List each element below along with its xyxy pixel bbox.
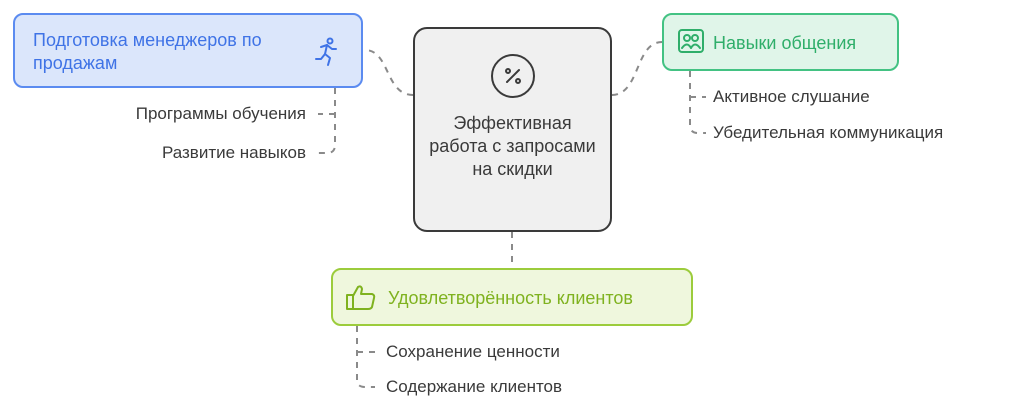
running-person-icon — [313, 37, 339, 72]
satisfaction-title: Удовлетворённость клиентов — [388, 288, 633, 308]
training-item-2: Развитие навыков — [161, 143, 306, 162]
communication-item-1: Активное слушание — [713, 87, 870, 106]
center-title: Эффективная работа с запросами на скидки — [429, 113, 596, 179]
connector-communication-items — [689, 71, 706, 134]
training-node: Подготовка менеджеров по продажам — [13, 13, 363, 88]
satisfaction-item-1: Сохранение ценности — [386, 342, 560, 361]
communication-item-2: Убедительная коммуникация — [713, 123, 944, 142]
communication-title: Навыки общения — [713, 33, 857, 53]
training-item-1: Программы обучения — [135, 104, 306, 123]
training-title: Подготовка менеджеров по продажам — [33, 30, 262, 73]
thumbs-up-icon — [345, 283, 377, 316]
connector-training-items — [318, 88, 336, 154]
people-icon — [678, 29, 704, 58]
satisfaction-node: Удовлетворённость клиентов — [331, 268, 693, 326]
communication-node: Навыки общения — [662, 13, 899, 71]
center-node: Эффективная работа с запросами на скидки — [413, 27, 612, 232]
connector-satisfaction-items — [356, 326, 375, 388]
connector-center-to-communication — [611, 41, 663, 96]
satisfaction-item-2: Содержание клиентов — [386, 377, 563, 396]
percent-icon — [490, 54, 535, 98]
connector-center-to-training — [364, 49, 414, 96]
